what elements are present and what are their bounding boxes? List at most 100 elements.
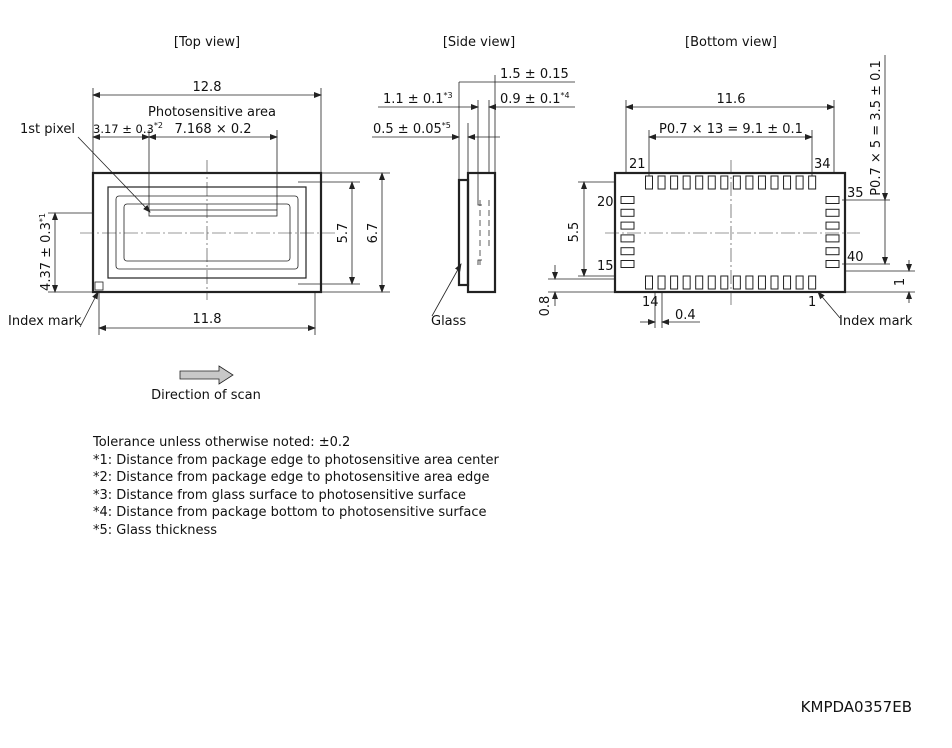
pin-pad [825, 208, 840, 217]
dim-pitch-vertical: P0.7 × 5 = 3.5 ± 0.1 [869, 60, 884, 196]
side-package [466, 171, 497, 294]
pin-pad [825, 234, 840, 243]
pin-pad [720, 175, 729, 190]
note-ref-2: *2 [154, 121, 163, 130]
pin-pad [745, 175, 754, 190]
dim-area-length: 7.168 × 0.2 [174, 122, 251, 137]
pin-pad [682, 175, 691, 190]
pin-pad [682, 275, 691, 290]
pin-pad [620, 260, 635, 268]
pin-pad [757, 175, 766, 190]
pin-pad [645, 175, 653, 190]
photosensitive-area [148, 209, 278, 217]
svg-text:4.37 ± 0.3*1: 4.37 ± 0.3*1 [38, 213, 54, 291]
pin-21-label: 21 [629, 157, 646, 172]
note-line: *2: Distance from package edge to photos… [93, 470, 490, 485]
svg-text:0.5 ± 0.05*5: 0.5 ± 0.05*5 [373, 121, 451, 137]
pin-pad [757, 275, 766, 290]
pin-pad [770, 275, 779, 290]
glass [457, 178, 470, 287]
pin-1-label: 1 [808, 295, 816, 310]
pin-pad [707, 175, 716, 190]
note-ref-3: *3 [444, 91, 453, 100]
dim-width-lower: 11.8 [193, 312, 222, 327]
pin-pad [695, 275, 704, 290]
side-view: 1.5 ± 0.15 1.1 ± 0.1*3 0.9 ± 0.1*4 0.5 ±… [372, 67, 575, 329]
pin-35-label: 35 [847, 186, 864, 201]
pin-pad [620, 221, 635, 230]
pin-pads [620, 175, 840, 290]
index-mark-label-bottom: Index mark [839, 314, 913, 329]
pin-pad [783, 175, 792, 190]
dim-pad-width: 0.4 [675, 308, 696, 323]
bottom-view: 11.6 P0.7 × 13 = 9.1 ± 0.1 21 34 35 40 2… [538, 55, 915, 329]
pin-pad [808, 175, 817, 190]
note-line: *5: Glass thickness [93, 522, 218, 538]
first-pixel-label: 1st pixel [20, 122, 75, 137]
note-ref-4: *4 [561, 91, 570, 100]
pin-pad [720, 275, 729, 290]
scan-direction-label: Direction of scan [151, 388, 261, 403]
dim-height-overall: 6.7 [366, 223, 381, 244]
note-line: *3: Distance from glass surface to photo… [93, 487, 466, 503]
dim-glass-thickness: 0.5 ± 0.05 [373, 122, 442, 137]
pin-pad [620, 196, 635, 204]
side-view-title: [Side view] [443, 35, 515, 50]
bottom-package [613, 171, 847, 294]
pin-34-label: 34 [814, 157, 831, 172]
pin-pad [657, 175, 666, 190]
pin-14-label: 14 [642, 295, 659, 310]
dim-glass-to-surface: 1.1 ± 0.1 [383, 92, 444, 107]
dim-bottom-to-surface: 0.9 ± 0.1 [500, 92, 561, 107]
svg-text:3.17 ± 0.3*2: 3.17 ± 0.3*2 [93, 121, 163, 136]
pin-pad [732, 275, 741, 290]
tolerance-notes: Tolerance unless otherwise noted: ±0.2 *… [93, 434, 499, 539]
pin-pad [745, 275, 754, 290]
note-ref-1: *1 [38, 213, 47, 222]
dim-total-thickness: 1.5 ± 0.15 [500, 67, 569, 82]
pin-pad [795, 275, 804, 290]
dim-pad-length: 1 [893, 278, 908, 286]
dim-height-inner: 5.7 [336, 223, 351, 244]
pin-pad [770, 175, 779, 190]
arrow-right-icon [179, 365, 234, 385]
pin-15-label: 15 [597, 259, 614, 274]
pin-pad [825, 221, 840, 230]
document-id: KMPDA0357EB [800, 698, 912, 716]
pin-pad [657, 275, 666, 290]
top-view-title: [Top view] [174, 35, 240, 50]
pin-pad [670, 275, 679, 290]
dim-pitch-horizontal: P0.7 × 13 = 9.1 ± 0.1 [659, 122, 803, 137]
pin-pad [783, 275, 792, 290]
dim-bottom-height: 5.5 [567, 222, 582, 243]
pin-pad [670, 175, 679, 190]
dim-pad-offset: 0.8 [538, 296, 553, 317]
pin-pad [808, 275, 817, 290]
note-line: *1: Distance from package edge to photos… [93, 452, 499, 468]
glass-label: Glass [431, 314, 466, 329]
pin-20-label: 20 [597, 195, 614, 210]
pin-pad [825, 247, 840, 256]
top-view: 12.8 Photosensitive area 3.17 ± 0.3*2 7.… [8, 80, 390, 335]
pin-pad [825, 260, 840, 268]
dim-width-overall: 12.8 [193, 80, 222, 95]
pin-40-label: 40 [847, 250, 864, 265]
svg-text:1.1 ± 0.1*3: 1.1 ± 0.1*3 [383, 91, 453, 107]
note-line: *4: Distance from package bottom to phot… [93, 505, 487, 520]
pin-pad [707, 275, 716, 290]
pin-pad [620, 247, 635, 256]
svg-text:0.9 ± 0.1*4: 0.9 ± 0.1*4 [500, 91, 570, 107]
scan-direction: Direction of scan [151, 365, 261, 403]
pin-pad [732, 175, 741, 190]
pin-pad [620, 208, 635, 217]
bottom-view-title: [Bottom view] [685, 35, 777, 50]
pin-pad [795, 175, 804, 190]
note-ref-5: *5 [442, 121, 451, 130]
dim-bottom-width: 11.6 [717, 92, 746, 107]
pin-pad [620, 234, 635, 243]
index-mark-square [94, 281, 104, 291]
photosensitive-area-label: Photosensitive area [148, 105, 276, 120]
pin-pad [695, 175, 704, 190]
dim-center-offset: 4.37 ± 0.3 [39, 222, 54, 291]
